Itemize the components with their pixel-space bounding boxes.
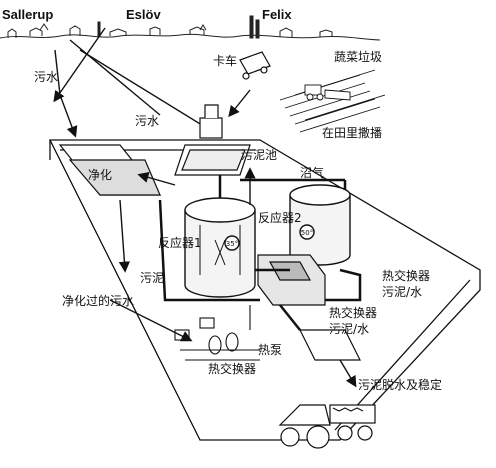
sewage-station-icon	[199, 104, 223, 139]
dewatering-box	[299, 329, 361, 361]
label-eslov: Eslöv	[126, 7, 161, 22]
label-hx-mid: 热交换器	[329, 306, 378, 320]
label-sewage-mid: 污水	[135, 114, 160, 128]
town-skyline	[0, 15, 381, 41]
label-sewage-top: 污水	[34, 70, 59, 84]
label-hx-right: 热交换器	[382, 269, 431, 283]
bottom-tractor-icon	[278, 404, 376, 449]
label-field-spread: 在田里撒播	[322, 126, 383, 140]
pipes	[158, 175, 362, 331]
sludge-pond	[174, 144, 251, 176]
flow-arrows	[53, 27, 357, 388]
label-reactor-2: 反应器2	[258, 211, 302, 225]
label-hx-mid-sub: 污泥/水	[329, 322, 370, 336]
heat-exchanger-box	[257, 254, 326, 306]
label-heat-pump: 热泵	[258, 343, 283, 357]
label-reactor-1: 反应器1	[158, 236, 202, 250]
purification-basin	[58, 144, 162, 196]
label-sludge-pond: 污泥池	[241, 148, 278, 162]
field-spreading	[279, 69, 386, 133]
label-sallerup: Sallerup	[2, 7, 54, 22]
svg-text:50°: 50°	[301, 229, 313, 237]
label-hx-bottom: 热交换器	[208, 362, 257, 376]
label-purify: 净化	[88, 168, 113, 182]
truck-top-icon	[239, 51, 271, 80]
label-truck: 卡车	[213, 54, 238, 68]
svg-text:35°: 35°	[226, 240, 238, 248]
label-felix: Felix	[262, 7, 292, 22]
heat-pump-unit	[174, 305, 260, 361]
label-biogas: 沼气	[300, 166, 325, 180]
label-veg-waste: 蔬菜垃圾	[334, 50, 383, 64]
label-sludge: 污泥	[140, 271, 165, 285]
label-dewater: 污泥脱水及稳定	[358, 378, 443, 392]
label-hx-right-sub: 污泥/水	[382, 285, 423, 299]
label-purified-sewage: 净化过的污水	[62, 294, 135, 308]
reactor-2: 50°	[289, 184, 351, 266]
